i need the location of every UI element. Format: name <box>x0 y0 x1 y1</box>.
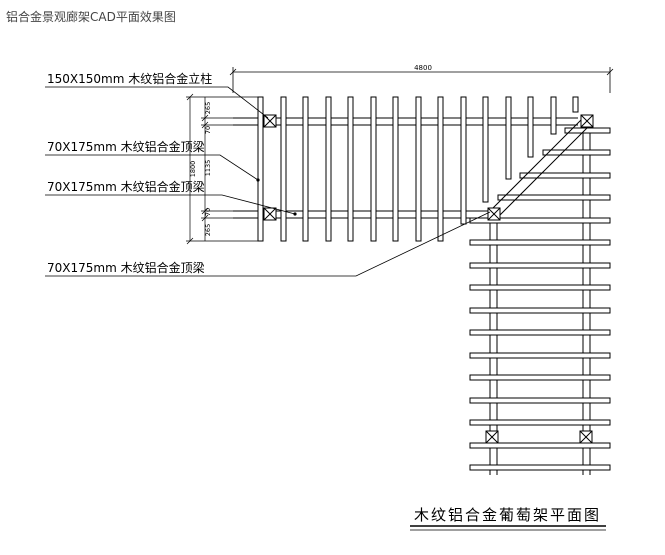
top-dimension <box>229 67 614 93</box>
leader-dots <box>256 178 297 216</box>
post-icon <box>263 207 277 221</box>
dimension-side-total: 1800 <box>189 161 197 178</box>
dimension-1135: 1135 <box>204 160 212 177</box>
post-icon <box>487 207 501 221</box>
callout-beam: 70X175mm 木纹铝合金顶梁 <box>47 139 205 154</box>
vertical-wing-rafters <box>469 127 611 471</box>
diagonal-corner-beams <box>489 117 591 219</box>
dimension-overall-width: 4800 <box>414 64 432 72</box>
leader-lines <box>45 86 491 277</box>
horizontal-wing-rafters <box>257 96 579 242</box>
page-title: 铝合金景观廊架CAD平面效果图 <box>6 10 176 24</box>
dimension-265-bottom: 265 <box>204 224 212 236</box>
dimension-70-top: 70 <box>204 126 212 134</box>
post-icon <box>580 114 594 128</box>
post-icon <box>485 430 499 444</box>
drawing-title: 木纹铝合金葡萄架平面图 <box>414 506 601 524</box>
callout-beam: 70X175mm 木纹铝合金顶梁 <box>47 179 205 194</box>
post-icon <box>579 430 593 444</box>
callout-beam: 70X175mm 木纹铝合金顶梁 <box>47 260 205 275</box>
dimension-70-bottom: 70 <box>204 208 212 216</box>
post-icon <box>263 114 277 128</box>
dimension-265-top: 265 <box>204 102 212 114</box>
callout-post: 150X150mm 木纹铝合金立柱 <box>47 71 212 86</box>
drawing-title-underline <box>410 525 606 531</box>
post-markers <box>263 114 594 444</box>
